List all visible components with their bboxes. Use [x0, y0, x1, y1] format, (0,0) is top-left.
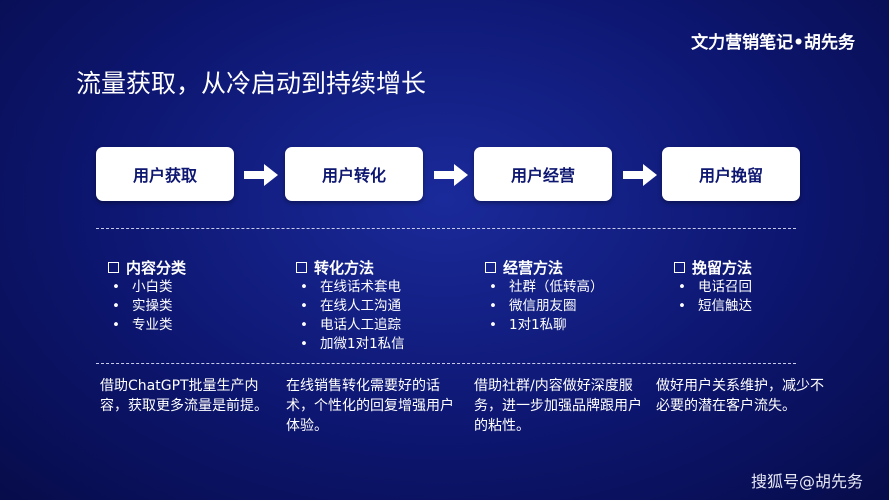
list-item-text: 小白类	[132, 279, 173, 295]
list-item: • 1对1私聊	[485, 316, 655, 335]
divider-top	[96, 228, 796, 229]
section-heading-text: 挽留方法	[692, 258, 753, 277]
bullet: •	[489, 298, 497, 314]
step-user-retention: 用户挽留	[662, 147, 800, 201]
list-item-text: 社群（低转高）	[509, 279, 604, 295]
bullet: •	[300, 279, 308, 295]
process-flow: 用户获取 用户转化 用户经营 用户挽留	[96, 147, 800, 203]
bullet: •	[300, 336, 308, 352]
arrow-right-icon	[434, 164, 468, 186]
list-item-text: 在线人工沟通	[320, 298, 401, 314]
section-retention-methods: 挽留方法 • 电话召回 • 短信触达	[674, 256, 844, 316]
step-user-conversion: 用户转化	[285, 147, 423, 201]
list-item: • 在线话术套电	[296, 278, 466, 297]
list-item: • 微信朋友圈	[485, 297, 655, 316]
list-item-text: 电话召回	[698, 279, 752, 295]
bullet: •	[112, 279, 120, 295]
brand-label: 文力营销笔记•胡先务	[691, 33, 855, 53]
checkbox-square-icon	[108, 261, 119, 273]
section-heading-text: 经营方法	[503, 258, 564, 277]
list-item: • 实操类	[108, 297, 278, 316]
checkbox-square-icon	[674, 261, 685, 273]
list-item-text: 专业类	[132, 317, 173, 333]
watermark: 搜狐号@胡先务	[750, 472, 863, 491]
step-user-acquisition: 用户获取	[96, 147, 234, 201]
arrow-right-icon	[244, 164, 278, 186]
arrow-right-icon	[623, 164, 657, 186]
description-operation: 借助社群/内容做好深度服务，进一步加强品牌跟用户的粘性。	[474, 378, 642, 434]
section-conversion-methods: 转化方法 • 在线话术套电 • 在线人工沟通 • 电话人工追踪 • 加微1对1私信	[296, 256, 466, 354]
section-heading: 内容分类	[108, 256, 278, 278]
bullet: •	[300, 298, 308, 314]
bullet: •	[112, 298, 120, 314]
section-heading-text: 转化方法	[314, 258, 375, 277]
bullet: •	[678, 279, 686, 295]
bullet: •	[489, 279, 497, 295]
list-item: • 社群（低转高）	[485, 278, 655, 297]
description-conversion: 在线销售转化需要好的话术，个性化的回复增强用户体验。	[286, 378, 454, 434]
list-item: • 在线人工沟通	[296, 297, 466, 316]
bullet: •	[300, 317, 308, 333]
page-title: 流量获取，从冷启动到持续增长	[76, 69, 427, 98]
list-item: • 短信触达	[674, 297, 844, 316]
bullet: •	[678, 298, 686, 314]
section-content-categories: 内容分类 • 小白类 • 实操类 • 专业类	[108, 256, 278, 335]
description-retention: 做好用户关系维护，减少不必要的潜在客户流失。	[656, 378, 824, 414]
step-user-operation: 用户经营	[474, 147, 612, 201]
list-item: • 加微1对1私信	[296, 335, 466, 354]
list-item: • 小白类	[108, 278, 278, 297]
description-acquisition: 借助ChatGPT批量生产内容，获取更多流量是前提。	[100, 378, 268, 414]
list-item-text: 1对1私聊	[509, 317, 567, 333]
section-heading-text: 内容分类	[126, 258, 187, 277]
list-item-text: 在线话术套电	[320, 279, 401, 295]
section-heading: 经营方法	[485, 256, 655, 278]
checkbox-square-icon	[296, 261, 307, 273]
list-item-text: 电话人工追踪	[320, 317, 401, 333]
divider-bottom	[96, 363, 796, 364]
list-item: • 电话人工追踪	[296, 316, 466, 335]
list-item-text: 加微1对1私信	[320, 336, 405, 352]
bullet: •	[112, 317, 120, 333]
list-item-text: 短信触达	[698, 298, 752, 314]
checkbox-square-icon	[485, 261, 496, 273]
section-heading: 挽留方法	[674, 256, 844, 278]
list-item: • 专业类	[108, 316, 278, 335]
list-item: • 电话召回	[674, 278, 844, 297]
list-item-text: 微信朋友圈	[509, 298, 577, 314]
section-heading: 转化方法	[296, 256, 466, 278]
bullet: •	[489, 317, 497, 333]
list-item-text: 实操类	[132, 298, 173, 314]
section-operation-methods: 经营方法 • 社群（低转高） • 微信朋友圈 • 1对1私聊	[485, 256, 655, 335]
